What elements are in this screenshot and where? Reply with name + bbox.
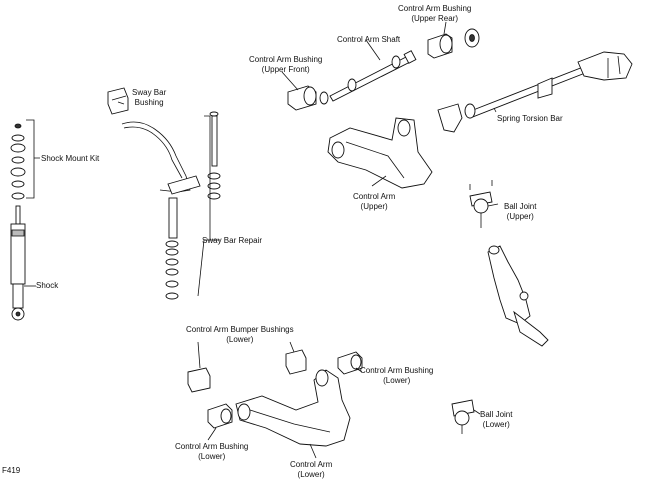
lower-control-arm-drawing — [235, 369, 351, 447]
shock-mount-kit-drawing — [10, 123, 26, 200]
label-control-arm-bumper-bushings-lower: Control Arm Bumper Bushings(Lower) — [186, 325, 294, 344]
lower-bumper-bushings-drawing — [187, 349, 307, 393]
label-ball-joint-lower: Ball Joint(Lower) — [480, 410, 513, 429]
steering-knuckle-drawing — [487, 245, 549, 347]
upper-front-bushing-drawing — [287, 85, 317, 111]
label-control-arm-upper: Control Arm(Upper) — [353, 192, 396, 211]
upper-rear-bushing-drawing — [427, 28, 480, 59]
label-control-arm-bushing-upper-front: Control Arm Bushing(Upper Front) — [249, 55, 323, 74]
label-control-arm-lower: Control Arm(Lower) — [290, 460, 333, 479]
label-shock-mount-kit: Shock Mount Kit — [41, 154, 100, 163]
upper-control-arm-drawing — [327, 117, 433, 189]
lower-right-bushing-drawing — [337, 351, 363, 375]
leader-lines — [24, 21, 499, 459]
sway-bar-bushing-drawing — [107, 87, 129, 115]
label-shock: Shock — [36, 281, 59, 290]
label-spring-torsion-bar: Spring Torsion Bar — [497, 114, 563, 123]
control-arm-shaft-drawing — [319, 50, 417, 105]
sway-bar-repair-drawing — [165, 197, 179, 300]
figure-id: F419 — [2, 466, 21, 475]
label-control-arm-bushing-lower-right: Control Arm Bushing(Lower) — [360, 366, 434, 385]
lower-left-bushing-drawing — [207, 403, 233, 429]
sway-bar-link-drawing — [207, 111, 221, 200]
label-ball-joint-upper: Ball Joint(Upper) — [504, 202, 537, 221]
label-control-arm-bushing-lower-left: Control Arm Bushing(Lower) — [175, 442, 249, 461]
sway-bar-drawing — [121, 121, 201, 195]
shock-drawing — [10, 205, 26, 321]
label-sway-bar-repair: Sway Bar Repair — [202, 236, 263, 245]
upper-ball-joint-drawing — [469, 180, 493, 228]
label-control-arm-bushing-upper-rear: Control Arm Bushing(Upper Rear) — [398, 4, 472, 23]
spring-torsion-bar-drawing — [437, 51, 633, 133]
label-control-arm-shaft: Control Arm Shaft — [337, 35, 401, 44]
lower-ball-joint-drawing — [451, 399, 475, 434]
